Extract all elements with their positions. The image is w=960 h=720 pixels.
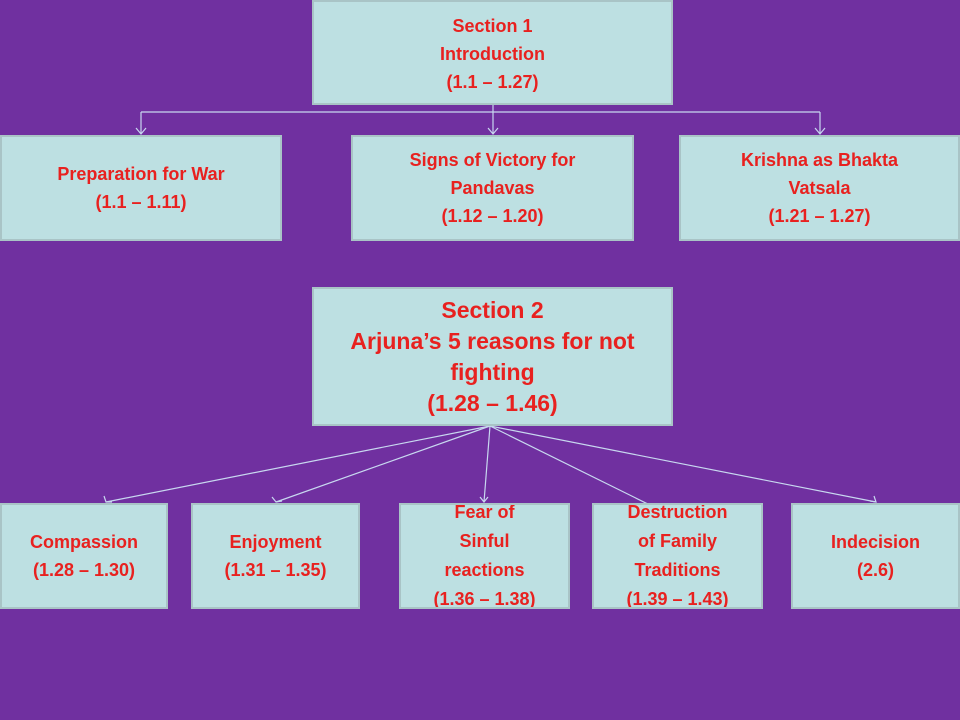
section-1-subtitle: Introduction bbox=[440, 43, 545, 64]
box-range: (1.21 – 1.27) bbox=[768, 206, 871, 226]
compassion-box: Compassion (1.28 – 1.30) bbox=[0, 503, 168, 609]
box-label: Destruction bbox=[627, 503, 728, 522]
box-range: (1.36 – 1.38) bbox=[433, 589, 536, 609]
box-label: Vatsala bbox=[788, 178, 851, 198]
section-1-box: Section 1 Introduction (1.1 – 1.27) bbox=[312, 0, 673, 105]
enjoyment-box: Enjoyment (1.31 – 1.35) bbox=[191, 503, 360, 609]
box-label: Krishna as Bhakta bbox=[740, 150, 899, 170]
section-1-title: Section 1 bbox=[452, 15, 533, 36]
box-label: Signs of Victory for bbox=[409, 150, 576, 170]
box-label: Sinful bbox=[459, 531, 510, 551]
connector-s2-fear bbox=[483, 425, 491, 503]
section-2-box: Section 2 Arjuna’s 5 reasons for not fig… bbox=[312, 287, 673, 426]
box-range: (1.1 – 1.11) bbox=[95, 192, 187, 212]
box-label: Preparation for War bbox=[57, 164, 225, 184]
box-range: (1.31 – 1.35) bbox=[224, 560, 327, 580]
box-range: (2.6) bbox=[856, 560, 894, 580]
arrowhead bbox=[271, 496, 283, 503]
fear-of-sinful-reactions-box: Fear of Sinful reactions (1.36 – 1.38) bbox=[399, 503, 570, 609]
signs-of-victory-box: Signs of Victory for Pandavas (1.12 – 1.… bbox=[351, 135, 634, 241]
arrowhead bbox=[103, 495, 112, 503]
krishna-bhakta-vatsala-box: Krishna as Bhakta Vatsala (1.21 – 1.27) bbox=[679, 135, 960, 241]
section-2-range: (1.28 – 1.46) bbox=[427, 389, 558, 416]
destruction-of-family-traditions-box: Destruction of Family Traditions (1.39 –… bbox=[592, 503, 763, 609]
arrowhead bbox=[869, 495, 877, 503]
section-2-subtitle: Arjuna’s 5 reasons for not bbox=[350, 327, 635, 354]
section-1-range: (1.1 – 1.27) bbox=[446, 71, 539, 92]
section-2-subtitle: fighting bbox=[450, 358, 535, 385]
box-label: of Family bbox=[637, 531, 717, 551]
box-range: (1.12 – 1.20) bbox=[441, 206, 544, 226]
connector-s2-compassion bbox=[105, 425, 491, 503]
box-label: reactions bbox=[444, 560, 525, 580]
arrowhead bbox=[814, 127, 826, 135]
box-label: Enjoyment bbox=[229, 532, 322, 552]
arrowhead bbox=[135, 127, 147, 135]
connector-s2-destruction bbox=[489, 425, 661, 511]
section-2-title: Section 2 bbox=[441, 296, 544, 323]
box-label: Traditions bbox=[634, 560, 721, 580]
connector-s2-indecision bbox=[489, 425, 877, 503]
indecision-box: Indecision (2.6) bbox=[791, 503, 960, 609]
box-label: Pandavas bbox=[450, 178, 535, 198]
box-range: (1.39 – 1.43) bbox=[626, 589, 729, 609]
arrowhead bbox=[487, 127, 499, 135]
arrowhead bbox=[479, 496, 489, 503]
box-label: Indecision bbox=[830, 532, 920, 552]
preparation-for-war-box: Preparation for War (1.1 – 1.11) bbox=[0, 135, 282, 241]
connector-s2-enjoyment bbox=[275, 425, 491, 503]
box-range: (1.28 – 1.30) bbox=[32, 560, 136, 580]
box-label: Compassion bbox=[29, 532, 139, 552]
box-label: Fear of bbox=[454, 503, 515, 522]
